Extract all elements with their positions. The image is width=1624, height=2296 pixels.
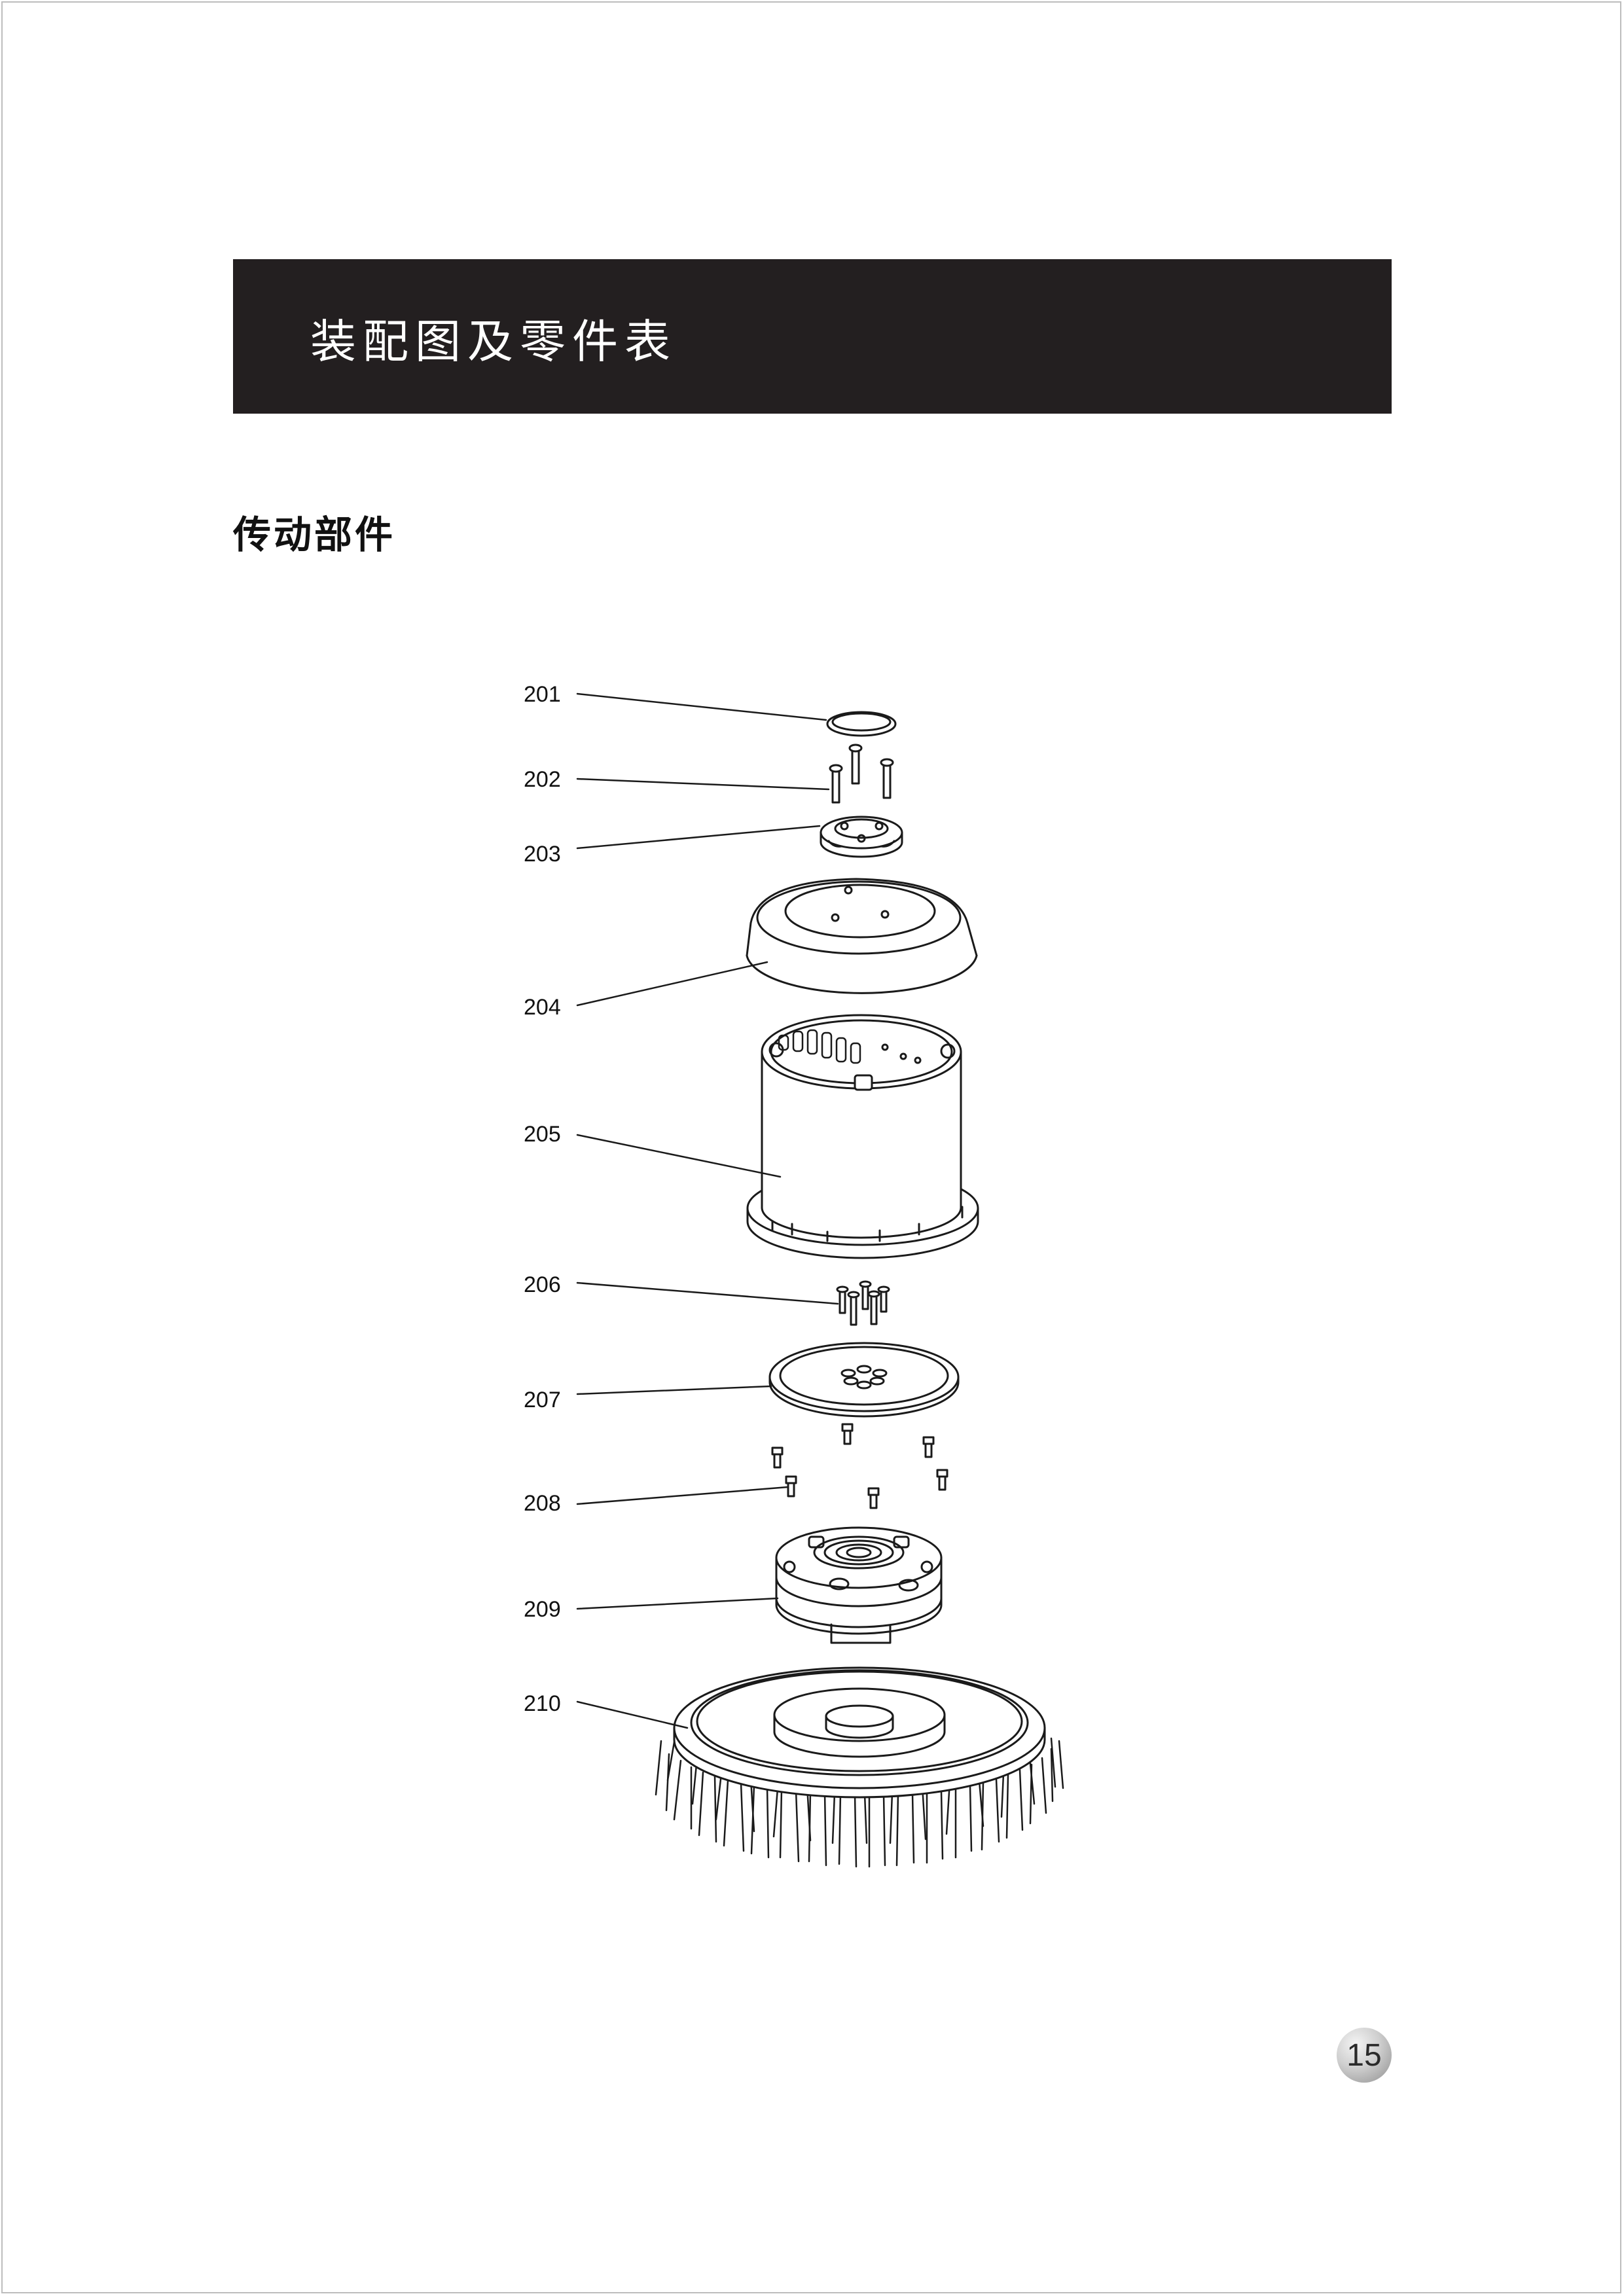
part-209-drive-hub	[775, 1526, 943, 1644]
header-bar: 装配图及零件表	[233, 259, 1392, 414]
callout-210: 210	[524, 1691, 561, 1716]
part-201-cover-cap	[826, 711, 897, 737]
callout-labels: 201 202 203 204 205 206 207 208 209 210	[524, 682, 561, 1716]
callout-206: 206	[524, 1272, 561, 1297]
callout-205: 205	[524, 1122, 561, 1147]
page-number-badge: 15	[1337, 2028, 1392, 2083]
section-title: 传动部件	[233, 512, 396, 557]
part-207-flange-plate	[768, 1342, 960, 1418]
callout-207: 207	[524, 1388, 561, 1412]
callout-leader-lines	[576, 692, 839, 1729]
callout-202: 202	[524, 767, 561, 792]
part-210-brush-disc	[655, 1666, 1064, 1868]
part-204-top-cover	[746, 878, 978, 994]
part-206-screw-cluster	[836, 1280, 890, 1326]
part-202-long-screws	[829, 744, 894, 804]
page-title: 装配图及零件表	[310, 315, 677, 368]
part-205-motor	[746, 1014, 979, 1259]
part-208-bolts	[771, 1423, 948, 1509]
callout-204: 204	[524, 995, 561, 1020]
callout-208: 208	[524, 1491, 561, 1516]
page-number: 15	[1346, 2037, 1382, 2073]
callout-201: 201	[524, 682, 561, 707]
part-203-mounting-plate	[820, 816, 903, 858]
callout-203: 203	[524, 842, 561, 867]
callout-209: 209	[524, 1597, 561, 1622]
brush-bristles	[655, 1733, 1064, 1868]
